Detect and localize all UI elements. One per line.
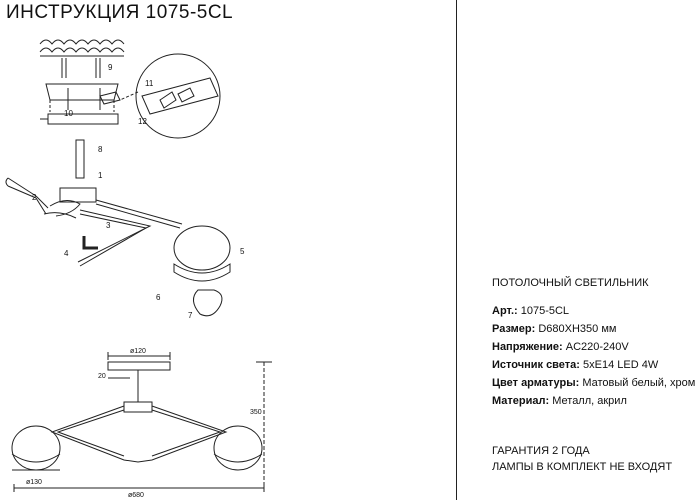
step-7: 7 <box>188 311 193 320</box>
dimension-labels: ø120 20 350 ø130 ø680 <box>26 348 262 499</box>
arms <box>77 199 183 267</box>
hex-key-icon <box>82 236 98 250</box>
dim-shade-diameter: ø130 <box>26 479 42 486</box>
canopy <box>47 113 119 125</box>
shade-exploded <box>173 225 231 317</box>
step-6: 6 <box>156 293 161 302</box>
spec-article: Арт.: 1075-5CL <box>492 305 570 317</box>
product-heading: ПОТОЛОЧНЫЙ СВЕТИЛЬНИК <box>492 277 649 289</box>
assembly-diagram: 9 10 11 12 8 1 2 3 4 5 6 7 ø120 20 350 ø… <box>5 39 272 499</box>
spec-light-source: Источник света: 5xE14 LED 4W <box>492 359 659 371</box>
page-title: ИНСТРУКЦИЯ 1075-5CL <box>6 2 234 23</box>
ceiling-screws <box>61 58 101 78</box>
step-9: 9 <box>108 63 113 72</box>
dim-height: 350 <box>250 409 262 416</box>
pliers-icon <box>5 177 49 215</box>
mounting-bracket <box>45 83 121 112</box>
step-10: 10 <box>64 109 73 118</box>
step-1: 1 <box>98 171 103 180</box>
warranty-text: ГАРАНТИЯ 2 ГОДА <box>492 445 590 457</box>
step-12: 12 <box>138 117 147 126</box>
step-11: 11 <box>145 79 154 88</box>
step-2: 2 <box>32 193 37 202</box>
bulbs-note: ЛАМПЫ В КОМПЛЕКТ НЕ ВХОДЯТ <box>492 461 673 473</box>
step-labels: 9 10 11 12 8 1 2 3 4 5 6 7 <box>32 63 245 320</box>
stem <box>75 139 85 179</box>
spec-size: Размер: D680XH350 мм <box>492 323 617 335</box>
spec-voltage: Напряжение: AC220-240V <box>492 341 629 353</box>
footer-notes: ГАРАНТИЯ 2 ГОДА ЛАМПЫ В КОМПЛЕКТ НЕ ВХОД… <box>492 443 672 475</box>
dim-canopy-height: 20 <box>98 373 106 380</box>
spec-material: Материал: Металл, акрил <box>492 395 627 407</box>
dim-canopy-diameter: ø120 <box>130 348 146 355</box>
terminal-detail <box>119 53 221 139</box>
dim-width: ø680 <box>128 492 144 499</box>
step-4: 4 <box>64 249 69 258</box>
spec-color: Цвет арматуры: Матовый белый, хром <box>492 377 696 389</box>
step-3: 3 <box>106 221 111 230</box>
ceiling-hatch <box>39 39 125 57</box>
step-8: 8 <box>98 145 103 154</box>
center-hub <box>59 187 97 203</box>
step-5: 5 <box>240 247 245 256</box>
vertical-divider <box>456 0 457 500</box>
dimension-drawing <box>11 352 272 492</box>
spec-panel: ПОТОЛОЧНЫЙ СВЕТИЛЬНИК Арт.: 1075-5CL Раз… <box>492 274 697 410</box>
